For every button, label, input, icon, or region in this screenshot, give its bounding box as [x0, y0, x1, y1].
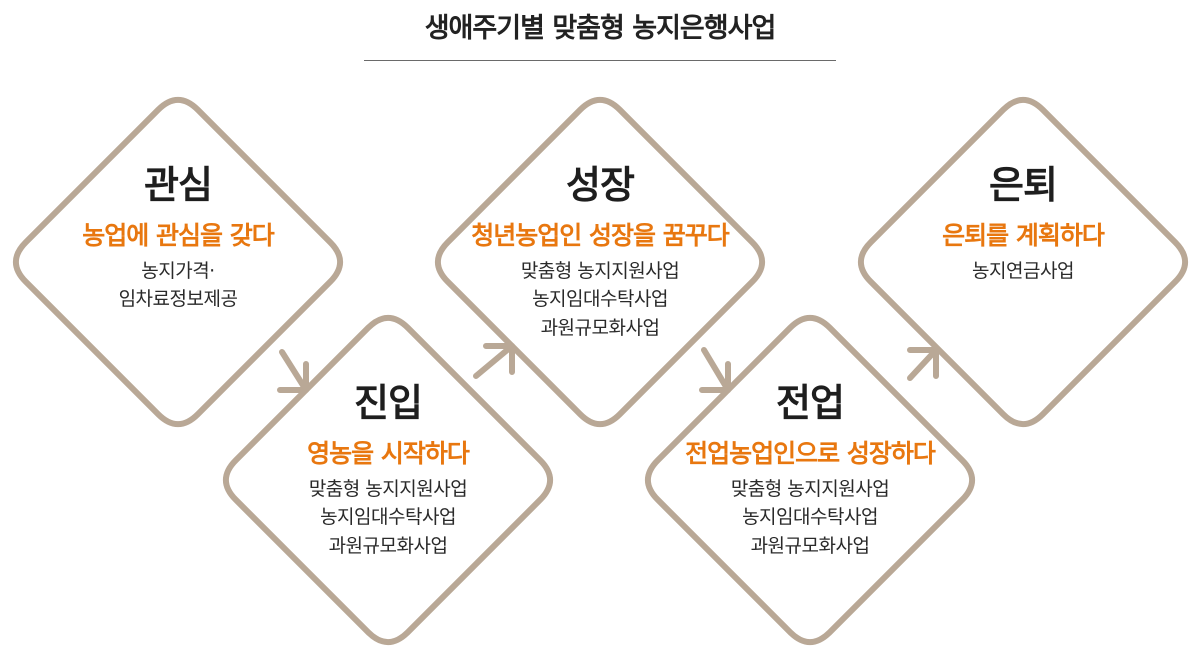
- stage-subtitle: 영농을 시작하다: [307, 438, 470, 468]
- stage-title: 진입: [354, 381, 423, 425]
- stage-title: 은퇴: [989, 163, 1058, 207]
- stage-item: 맞춤형 농지지원사업: [308, 477, 468, 500]
- stage-item: 농지임대수탁사업: [742, 506, 878, 529]
- stage-interest: 관심 농업에 관심을 갖다 농지가격· 임차료정보제공: [58, 163, 298, 314]
- stage-item: 과원규모화사업: [328, 534, 448, 557]
- stage-item: 농지연금사업: [972, 259, 1074, 282]
- stage-fulltime: 전업 전업농업인으로 성장하다 맞춤형 농지지원사업 농지임대수탁사업 과원규모…: [660, 381, 960, 560]
- stage-subtitle: 은퇴를 계획하다: [942, 220, 1105, 250]
- stage-item: 임차료정보제공: [118, 288, 238, 311]
- stage-subtitle: 전업농업인으로 성장하다: [685, 438, 936, 468]
- stage-subtitle: 농업에 관심을 갖다: [82, 220, 274, 250]
- arrow-entry-to-growth: [473, 343, 515, 379]
- stage-growth: 성장 청년농업인 성장을 꿈꾸다 맞춤형 농지지원사업 농지임대수탁사업 과원규…: [450, 163, 750, 342]
- stage-title: 관심: [144, 163, 213, 207]
- stage-retirement: 은퇴 은퇴를 계획하다 농지연금사업: [903, 163, 1143, 285]
- diamond-interest: [12, 96, 344, 428]
- stage-item: 맞춤형 농지지원사업: [520, 259, 680, 282]
- diamond-entry: [222, 314, 554, 646]
- stage-item: 맞춤형 농지지원사업: [730, 477, 890, 500]
- title-divider: [364, 60, 836, 61]
- stage-item: 농지가격·: [141, 259, 215, 282]
- stage-item: 과원규모화사업: [540, 316, 660, 339]
- stage-item: 농지임대수탁사업: [532, 288, 668, 311]
- diamond-growth: [434, 96, 766, 428]
- page-title: 생애주기별 맞춤형 농지은행사업: [424, 13, 777, 44]
- stage-title: 전업: [776, 381, 845, 425]
- stage-item: 과원규모화사업: [750, 534, 870, 557]
- arrow-growth-to-fulltime: [699, 347, 731, 393]
- stage-item: 농지임대수탁사업: [320, 506, 456, 529]
- arrow-fulltime-to-retirement: [907, 347, 939, 381]
- stage-title: 성장: [566, 163, 635, 207]
- stage-subtitle: 청년농업인 성장을 꿈꾸다: [471, 220, 729, 250]
- diamond-fulltime: [644, 314, 976, 646]
- diamond-retirement: [857, 96, 1189, 428]
- stage-entry: 진입 영농을 시작하다 맞춤형 농지지원사업 농지임대수탁사업 과원규모화사업: [268, 381, 508, 560]
- arrow-interest-to-entry: [277, 349, 309, 393]
